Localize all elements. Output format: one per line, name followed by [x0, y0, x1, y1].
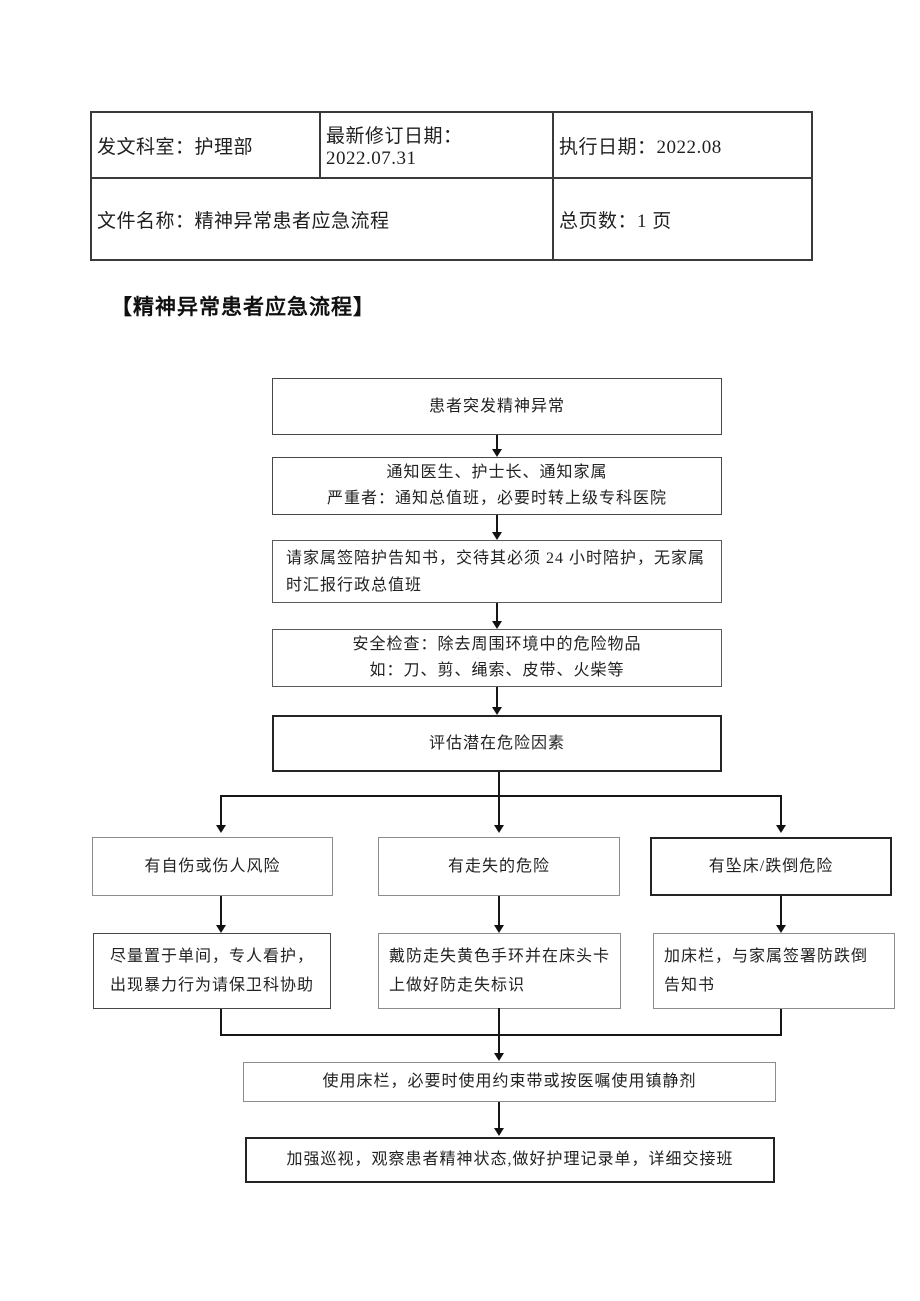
merge-line: [220, 1034, 782, 1036]
connector-notify-sign: [496, 515, 498, 533]
connector-selfharm-action: [220, 896, 222, 926]
arrowhead-icon: [216, 825, 226, 833]
connector-merge-restraint: [498, 1034, 500, 1054]
flow-step-safety-line2: 如：刀、剪、绳索、皮带、火柴等: [369, 662, 625, 679]
flow-branch-wandering-label: 有走失的危险: [447, 857, 550, 875]
arrowhead-icon: [492, 449, 502, 457]
merge-drop-right: [780, 1009, 782, 1036]
flow-step-assess-label: 评估潜在危险因素: [428, 734, 565, 752]
connector-split-right: [780, 795, 782, 825]
flow-step-safety-line1: 安全检查：除去周围环境中的危险物品: [352, 636, 642, 653]
arrowhead-icon: [494, 1053, 504, 1061]
flow-step-restraint-label: 使用床栏，必要时使用约束带或按医嘱使用镇静剂: [322, 1073, 697, 1090]
flow-branch-self-harm: 有自伤或伤人风险: [92, 837, 333, 896]
arrowhead-icon: [494, 1128, 504, 1136]
arrowhead-icon: [492, 707, 502, 715]
flow-step-notify: 通知医生、护士长、通知家属 严重者：通知总值班，必要时转上级专科医院: [272, 457, 722, 515]
flow-action-wristband-label: 戴防走失黄色手环并在床头卡上做好防走失标识: [389, 948, 611, 994]
cell-issuing-dept: 发文科室：护理部: [90, 111, 321, 179]
page-title: 【精神异常患者应急流程】: [111, 296, 375, 319]
arrowhead-icon: [494, 925, 504, 933]
arrowhead-icon: [216, 925, 226, 933]
flow-step-assess: 评估潜在危险因素: [272, 715, 722, 772]
flow-step-family-sign-label: 请家属签陪护告知书，交待其必须 24 小时陪护，无家属时汇报行政总值班: [286, 549, 706, 594]
merge-drop-left: [220, 1009, 222, 1036]
branch-split-line: [220, 795, 782, 797]
flow-step-family-sign: 请家属签陪护告知书，交待其必须 24 小时陪护，无家属时汇报行政总值班: [272, 540, 722, 603]
flow-step-onset: 患者突发精神异常: [272, 378, 722, 435]
arrowhead-icon: [494, 825, 504, 833]
arrowhead-icon: [492, 621, 502, 629]
connector-assess-split: [498, 772, 500, 826]
connector-wandering-action: [498, 896, 500, 926]
connector-safety-assess: [496, 687, 498, 708]
flow-step-notify-line2: 严重者：通知总值班，必要时转上级专科医院: [326, 490, 667, 507]
flow-branch-wandering: 有走失的危险: [378, 837, 620, 896]
flow-branch-self-harm-label: 有自伤或伤人风险: [144, 857, 281, 875]
connector-onset-notify: [496, 435, 498, 450]
arrowhead-icon: [776, 825, 786, 833]
connector-split-left: [220, 795, 222, 825]
flow-step-onset-label: 患者突发精神异常: [428, 397, 565, 415]
flow-action-bed-rail: 加床栏，与家属签署防跌倒告知书: [653, 933, 895, 1009]
flow-action-single-room: 尽量置于单间，专人看护，出现暴力行为请保卫科协助: [93, 933, 331, 1009]
header-table: 发文科室：护理部 最新修订日期：2022.07.31 执行日期：2022.08 …: [90, 111, 813, 261]
flow-step-observe-label: 加强巡视，观察患者精神状态,做好护理记录单，详细交接班: [286, 1151, 734, 1168]
flow-action-bed-rail-label: 加床栏，与家属签署防跌倒告知书: [664, 948, 869, 994]
cell-execution-date: 执行日期：2022.08: [552, 111, 813, 179]
merge-drop-center: [498, 1008, 500, 1036]
flow-step-observe: 加强巡视，观察患者精神状态,做好护理记录单，详细交接班: [245, 1137, 775, 1183]
cell-file-name: 文件名称：精神异常患者应急流程: [90, 177, 554, 261]
connector-restraint-observe: [498, 1102, 500, 1128]
flow-action-single-room-label: 尽量置于单间，专人看护，出现暴力行为请保卫科协助: [109, 948, 314, 994]
cell-revision-date: 最新修订日期：2022.07.31: [319, 111, 554, 179]
cell-total-pages: 总页数：1 页: [552, 177, 813, 261]
arrowhead-icon: [776, 925, 786, 933]
flow-step-safety-check: 安全检查：除去周围环境中的危险物品 如：刀、剪、绳索、皮带、火柴等: [272, 629, 722, 687]
flow-step-notify-line1: 通知医生、护士长、通知家属: [386, 464, 608, 481]
arrowhead-icon: [492, 532, 502, 540]
flow-step-restraint: 使用床栏，必要时使用约束带或按医嘱使用镇静剂: [243, 1062, 776, 1102]
flow-branch-fall: 有坠床/跌倒危险: [650, 837, 892, 896]
flow-action-wristband: 戴防走失黄色手环并在床头卡上做好防走失标识: [378, 933, 621, 1009]
connector-fall-action: [780, 896, 782, 926]
connector-sign-safety: [496, 603, 498, 622]
flow-branch-fall-label: 有坠床/跌倒危险: [708, 857, 834, 875]
